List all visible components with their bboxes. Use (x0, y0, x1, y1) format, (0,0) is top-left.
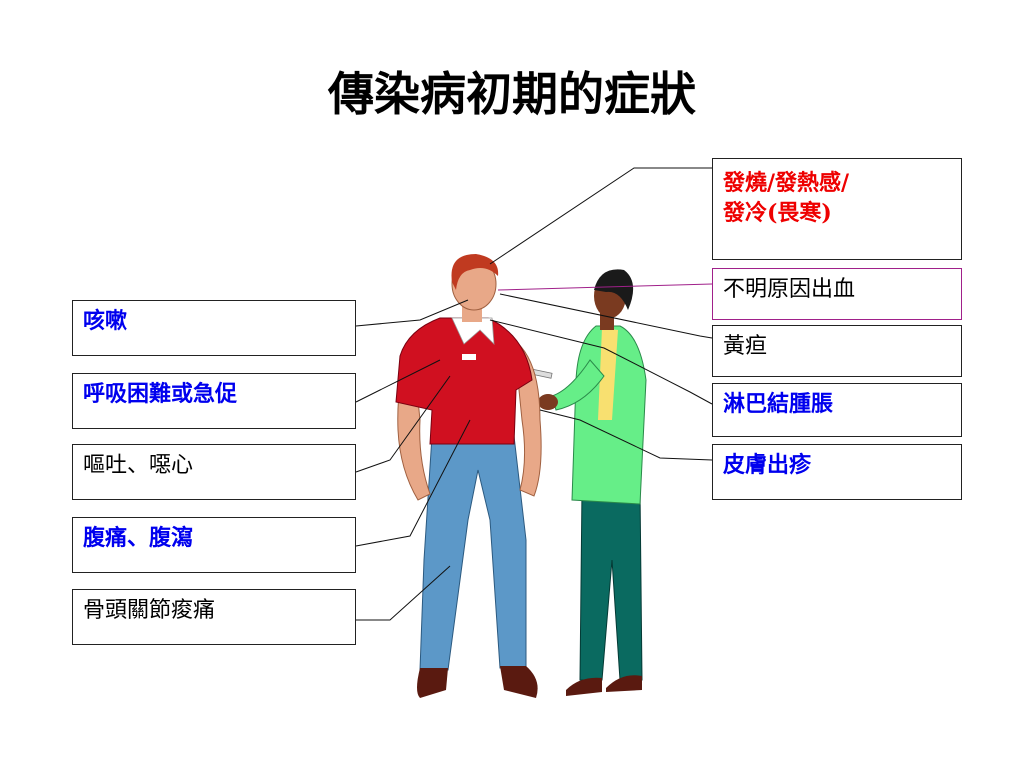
label-joint-bone-pain: 骨頭關節痠痛 (72, 589, 356, 645)
label-cough: 咳嗽 (72, 300, 356, 356)
label-nausea-vomiting: 嘔吐、噁心 (72, 444, 356, 500)
label-fever-line2: 發冷(畏寒) (723, 199, 832, 226)
label-lymph-node-swelling: 淋巴結腫脹 (712, 383, 962, 437)
label-fever-line1: 發燒/發熱感/ (723, 170, 850, 196)
nurse-figure (519, 269, 647, 696)
right-leader-lines (489, 167, 713, 461)
label-jaundice: 黃疸 (712, 325, 962, 377)
patient-figure (395, 254, 542, 698)
label-skin-rash: 皮膚出疹 (712, 444, 962, 500)
label-breathing-difficulty: 呼吸困難或急促 (72, 373, 356, 429)
label-unexplained-bleeding: 不明原因出血 (712, 268, 962, 320)
left-leader-lines (355, 299, 471, 621)
label-abdominal-pain-diarrhea: 腹痛、腹瀉 (72, 517, 356, 573)
label-fever-chills: 發燒/發熱感/ 發冷(畏寒) (712, 158, 962, 260)
page-title: 傳染病初期的症狀 (328, 67, 696, 121)
